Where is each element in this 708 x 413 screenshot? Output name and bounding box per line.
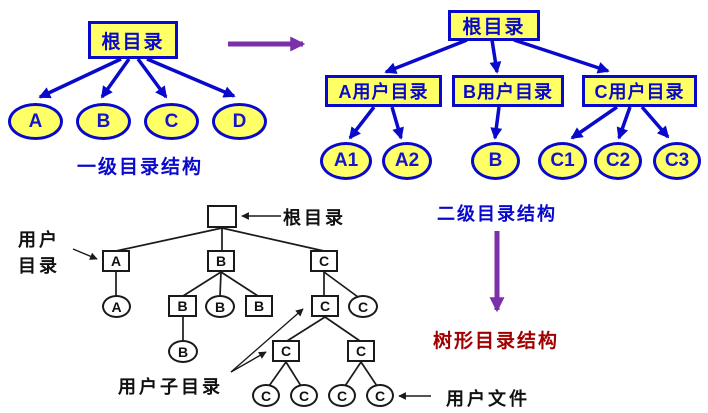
tree-subdir-b-box: B (168, 295, 197, 317)
tree-root-label: 根目录 (283, 208, 346, 228)
level2-file-b: B (471, 142, 520, 180)
level2-dir-a-box: A用户目录 (325, 75, 442, 107)
tree-user-dir-label: 用户 目录 (18, 226, 60, 278)
level2-caption: 二级目录结构 (437, 204, 557, 224)
level2-file-a2: A2 (382, 142, 432, 180)
level2-file-c2: C2 (594, 142, 642, 180)
tree-file-a-circle: A (102, 295, 131, 318)
level1-node-c: C (144, 103, 199, 140)
tree-subdir-b2-box: B (245, 295, 273, 317)
annotation-arrows (72, 212, 431, 400)
level1-node-b: B (76, 103, 131, 140)
level2-file-c3: C3 (653, 142, 701, 180)
tree-dir-b-box: B (207, 250, 235, 272)
tree-caption: 树形目录结构 (432, 331, 559, 352)
level1-root-box: 根目录 (88, 21, 178, 59)
level2-dir-c-box: C用户目录 (582, 75, 697, 107)
level1-caption: 一级目录结构 (76, 157, 203, 178)
tree-file-b2-circle: B (168, 340, 198, 363)
level2-dir-b-box: B用户目录 (452, 75, 564, 107)
tree-subdir-c-right-box: C (347, 340, 375, 362)
tree-root-box (207, 205, 237, 228)
tree-edges (115, 227, 378, 387)
tree-subdir-c-left-box: C (272, 340, 300, 362)
level2-root-box: 根目录 (448, 10, 540, 41)
level1-node-a: A (8, 103, 63, 140)
tree-file-c4-circle: C (366, 384, 394, 407)
level2-blue-edges (348, 38, 670, 140)
tree-user-file-label: 用户文件 (446, 389, 530, 409)
tree-user-subdir-label: 用户子目录 (118, 377, 223, 397)
tree-user-dir-label-line1: 用户 (18, 230, 60, 250)
tree-user-dir-label-line2: 目录 (18, 256, 60, 276)
tree-file-c2-circle: C (290, 384, 318, 407)
level1-node-d: D (212, 103, 267, 140)
purple-transition-arrows (228, 36, 505, 313)
level1-blue-edges (38, 57, 236, 99)
tree-subdir-c-box: C (311, 295, 339, 317)
tree-file-b-circle: B (205, 295, 235, 318)
tree-dir-c-box: C (310, 250, 338, 272)
tree-file-c-circle: C (348, 295, 378, 318)
level2-file-c1: C1 (538, 142, 587, 180)
tree-file-c3-circle: C (328, 384, 356, 407)
tree-dir-a-box: A (102, 250, 130, 272)
level2-file-a1: A1 (320, 142, 372, 180)
tree-file-c1-circle: C (252, 384, 280, 407)
